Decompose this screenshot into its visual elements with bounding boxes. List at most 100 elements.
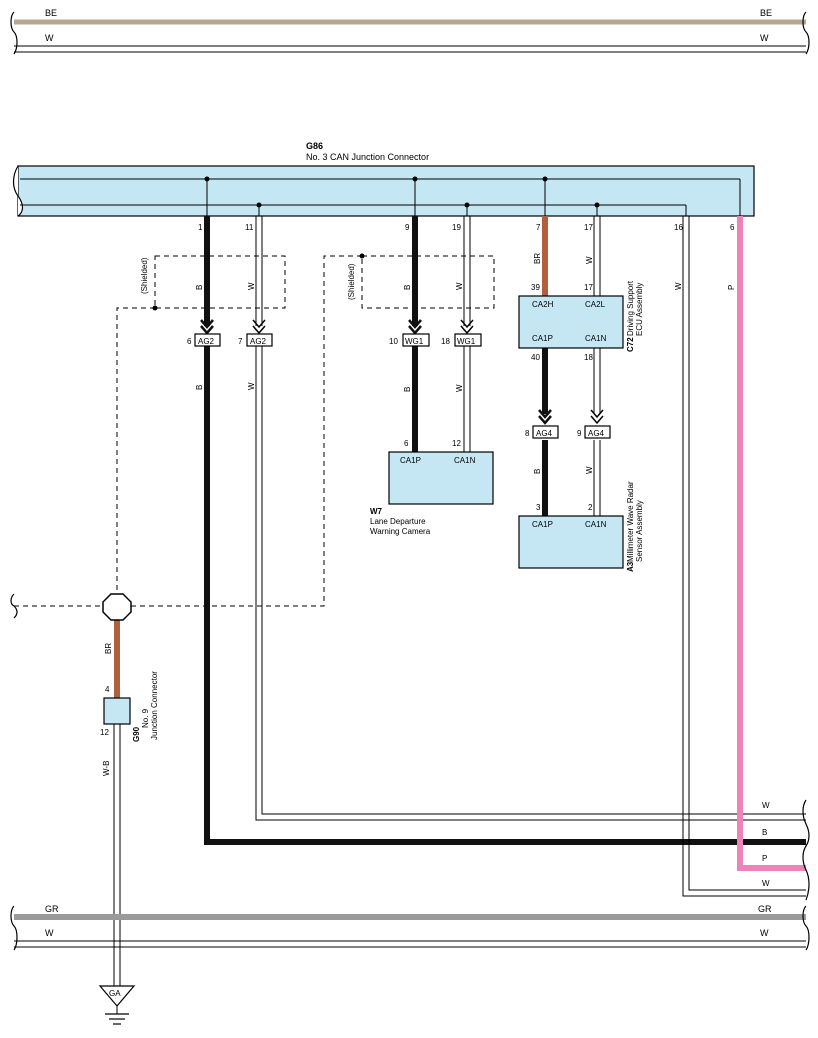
wg1-pin-10: 10 <box>389 337 398 346</box>
ground-triangle <box>98 985 136 1007</box>
wire-label-p: P <box>727 285 736 290</box>
right-wire-ends: W B P W <box>762 799 810 901</box>
shielded-label-1: (Shielded) <box>140 257 149 294</box>
wire-label-b-1: B <box>195 285 204 290</box>
a3-ca1n: CA1N <box>585 520 607 529</box>
shield-dot-1 <box>152 305 158 311</box>
c72-ca2l: CA2L <box>585 300 606 309</box>
wire-label-b-4: B <box>403 387 412 392</box>
g90-code: G90 <box>132 726 141 742</box>
g86-block <box>17 165 755 217</box>
ag2-label-1: AG2 <box>198 337 215 346</box>
right-label-b: B <box>762 828 767 837</box>
w7-name-1: Lane Departure <box>370 517 426 526</box>
g90-pin-4: 4 <box>105 685 110 694</box>
wire-label-w-2: W <box>455 282 464 290</box>
break-mark-left <box>10 11 18 55</box>
g90-name-2: Junction Connector <box>150 671 159 740</box>
bottom-break-right <box>802 905 810 951</box>
w7-ca1p: CA1P <box>400 456 421 465</box>
wire-label-w-1: W <box>247 282 256 290</box>
shield-break-mark <box>10 593 18 619</box>
c72-ca2h: CA2H <box>532 300 554 309</box>
g90-name-1: No. 9 <box>141 708 150 728</box>
w7-code: W7 <box>370 507 383 516</box>
w-label-right: W <box>760 33 769 43</box>
a3-ca1p: CA1P <box>532 520 553 529</box>
ag2-connectors: AG2 AG2 6 7 <box>187 333 273 347</box>
right-label-w-2: W <box>762 879 770 888</box>
c72-pin-40: 40 <box>531 353 540 362</box>
c72-pin-39: 39 <box>531 283 540 292</box>
c72-driving-support-ecu: CA2H CA2L CA1P CA1N 39 17 40 18 C72 Driv… <box>518 280 644 362</box>
w7-name-2: Warning Camera <box>370 527 431 536</box>
g86-pin-7: 7 <box>536 223 541 232</box>
shield-junction-octagon <box>102 593 132 621</box>
wg1-connectors: WG1 WG1 10 18 <box>389 333 482 347</box>
wire-label-w-4: W <box>674 282 683 290</box>
w7-pin-6: 6 <box>404 439 409 448</box>
c72-code: C72 <box>626 337 635 352</box>
top-bus: BE BE W W <box>10 8 810 55</box>
ground-label: GA <box>109 989 121 998</box>
a3-name-1: Millimeter Wave Radar <box>626 481 635 562</box>
wire-label-w-3: W <box>585 256 594 264</box>
c72-name-2: ECU Assembly <box>635 283 644 336</box>
c72-name-1: Driving Support <box>626 280 635 336</box>
g86-pin-9: 9 <box>405 223 410 232</box>
ag2-label-2: AG2 <box>250 337 267 346</box>
ag4-label-2: AG4 <box>588 429 605 438</box>
g86-pin-17: 17 <box>584 223 593 232</box>
w7-lane-departure-camera: CA1P CA1N 6 12 W7 Lane Departure Warning… <box>370 439 494 536</box>
c72-pin-18: 18 <box>584 353 593 362</box>
be-label-right: BE <box>760 8 772 18</box>
bottom-bus: GR GR W W <box>10 904 810 951</box>
wire-color-labels: B W B W BR W W P B W B W B W BR W-B <box>102 253 736 776</box>
a3-radar-sensor: CA1P CA1N 3 2 A3 Millimeter Wave Radar S… <box>518 481 644 572</box>
wg1-label-2: WG1 <box>457 337 476 346</box>
wg1-pin-18: 18 <box>441 337 450 346</box>
right-label-w-1: W <box>762 801 770 810</box>
g86-junction-connector: G86 No. 3 CAN Junction Connector 1 11 9 … <box>12 141 755 232</box>
wire-label-w-5: W <box>247 382 256 390</box>
g86-pin-16: 16 <box>674 223 683 232</box>
gr-label-left: GR <box>45 904 59 914</box>
ag4-connectors: AG4 AG4 8 9 <box>525 425 611 439</box>
w7-ca1n: CA1N <box>454 456 476 465</box>
wire-label-b-2: B <box>403 285 412 290</box>
ag4-pin-9: 9 <box>577 429 582 438</box>
wire-label-br-1: BR <box>533 253 542 264</box>
wire-label-b-5: B <box>533 469 542 474</box>
c72-ca1p: CA1P <box>532 334 553 343</box>
wire-label-br-2: BR <box>104 643 113 654</box>
w-label-right-bottom: W <box>760 928 769 938</box>
ag4-pin-8: 8 <box>525 429 530 438</box>
ag4-label-1: AG4 <box>536 429 553 438</box>
wire-label-wb: W-B <box>102 761 111 776</box>
g86-pin-6: 6 <box>730 223 735 232</box>
wires <box>113 216 806 986</box>
wg1-label-1: WG1 <box>405 337 424 346</box>
w7-pin-12: 12 <box>452 439 461 448</box>
shielded-label-2: (Shielded) <box>347 263 356 300</box>
a3-name-2: Sensor Assembly <box>635 500 644 562</box>
shield-lines <box>14 255 495 607</box>
g86-break-mark <box>12 165 24 217</box>
g86-pin-11: 11 <box>245 223 254 232</box>
g90-junction-connector: 4 12 G90 No. 9 Junction Connector <box>100 671 159 742</box>
connector-arrows <box>200 319 604 425</box>
shield-dot-2 <box>359 253 365 259</box>
wire-label-w-6: W <box>455 384 464 392</box>
break-mark-right <box>802 11 810 55</box>
g86-name: No. 3 CAN Junction Connector <box>306 152 429 162</box>
c72-pin-17: 17 <box>584 283 593 292</box>
w-label-left: W <box>45 33 54 43</box>
c72-ca1n: CA1N <box>585 334 607 343</box>
a3-pin-2: 2 <box>588 503 593 512</box>
g86-pin-1: 1 <box>198 223 203 232</box>
ground-ga: GA <box>98 985 136 1025</box>
wire-label-b-3: B <box>195 385 204 390</box>
g86-pin-19: 19 <box>452 223 461 232</box>
ag2-pin-7: 7 <box>238 337 243 346</box>
